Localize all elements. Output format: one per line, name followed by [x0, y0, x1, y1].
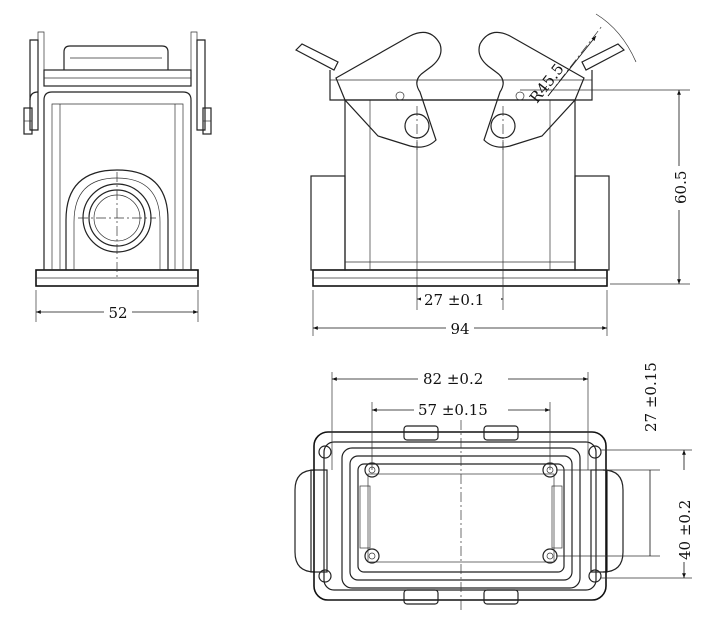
dimension-60-5: 60.5 — [672, 171, 690, 204]
dimension-27-0-15: 27 ±0.15 — [642, 362, 660, 432]
dimension-82-0-2: 82 ±0.2 — [423, 370, 483, 388]
bottom-view: 82 ±0.2 57 ±0.15 27 ±0.15 40 ±0.2 — [294, 362, 694, 610]
dimension-27-0-1: 27 ±0.1 — [424, 291, 484, 309]
dimension-40-0-2: 40 ±0.2 — [676, 500, 694, 560]
front-view: R45.5 27 ±0.1 94 60.5 — [294, 13, 690, 338]
dimension-57-0-15: 57 ±0.15 — [418, 401, 488, 419]
side-view: 52 — [23, 31, 212, 322]
dimension-94: 94 — [450, 320, 469, 338]
dimension-52: 52 — [108, 304, 127, 322]
